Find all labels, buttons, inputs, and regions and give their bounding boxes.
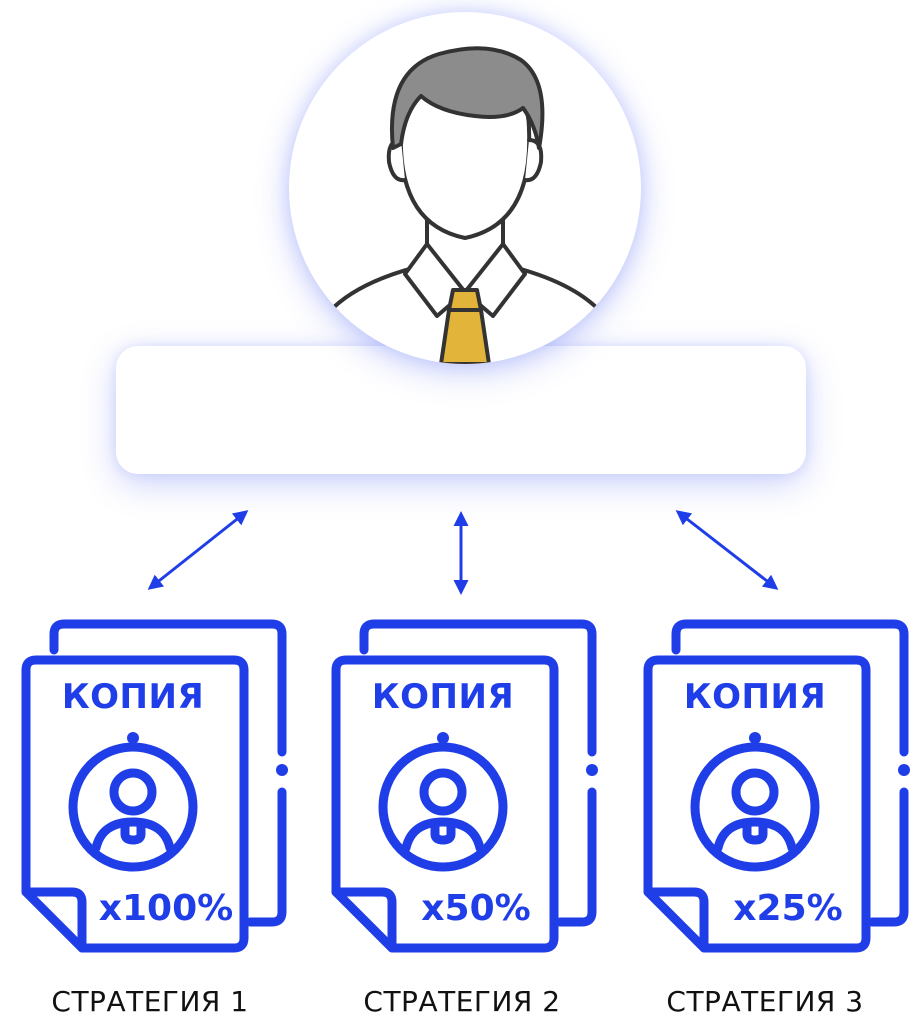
copy-document-3: КОПИЯ x25% bbox=[632, 612, 915, 962]
copy-document-icon bbox=[643, 619, 910, 953]
copy-title: КОПИЯ bbox=[683, 677, 827, 717]
copy-title: КОПИЯ bbox=[61, 677, 205, 717]
double-arrow-icon bbox=[675, 510, 779, 590]
connection-arrows bbox=[147, 510, 779, 595]
trader-avatar-icon bbox=[299, 46, 631, 364]
copy-multiplier: x25% bbox=[733, 888, 843, 929]
copy-multiplier: x100% bbox=[98, 888, 234, 929]
copy-document-icon bbox=[21, 619, 288, 953]
copy-document-icon bbox=[331, 619, 598, 953]
copy-document-2: КОПИЯ x50% bbox=[320, 612, 610, 962]
double-arrow-icon bbox=[147, 510, 249, 590]
strategy-label-2: СТРАТЕГИЯ 2 bbox=[363, 985, 561, 1018]
strategy-label-1: СТРАТЕГИЯ 1 bbox=[51, 985, 249, 1018]
copy-multiplier: x50% bbox=[421, 888, 531, 929]
trader-name-card bbox=[116, 346, 806, 474]
strategy-label-3: СТРАТЕГИЯ 3 bbox=[666, 985, 864, 1018]
copy-document-1: КОПИЯ x100% bbox=[10, 612, 300, 962]
copy-title: КОПИЯ bbox=[371, 677, 515, 717]
